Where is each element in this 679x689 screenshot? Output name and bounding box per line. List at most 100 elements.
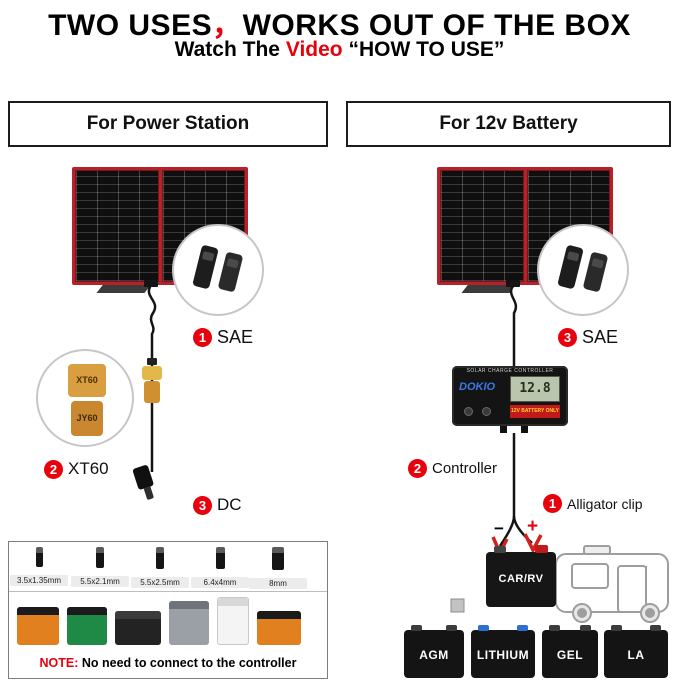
subtitle-part-1: Watch The: [174, 38, 286, 61]
battery-type-la: LA: [604, 625, 668, 678]
adapter-tip: 6.4x4mm: [191, 547, 249, 588]
outlet-box: [450, 598, 465, 613]
note-label: NOTE:: [39, 656, 79, 670]
adapter-tip: 5.5x2.5mm: [131, 547, 189, 588]
battery-type-label: GEL: [556, 648, 584, 662]
solar-charge-controller: SOLAR CHARGE CONTROLLER DOKIO 12.8 12V B…: [452, 366, 568, 426]
step-label-sae-right: 3 SAE: [558, 327, 618, 348]
device-top-band: [169, 601, 209, 609]
minus-sign: −: [494, 519, 504, 538]
subtitle-part-2: “HOW TO USE”: [342, 38, 505, 61]
battery-type-label: LITHIUM: [476, 648, 530, 662]
device-top-band: [17, 607, 59, 615]
page-subtitle: Watch The Video “HOW TO USE”: [0, 38, 679, 62]
step-text: DC: [217, 495, 242, 514]
device-top-band: [67, 607, 107, 615]
battery-terminal: [411, 625, 422, 631]
device-top-band: [115, 611, 161, 619]
power-station-icon: [17, 607, 59, 645]
xt60-orange-half-icon: [144, 381, 160, 403]
junction-box-left: [144, 280, 158, 287]
sae-plug-icon: [192, 244, 219, 290]
battery-terminal: [446, 625, 457, 631]
right-column-header: For 12v Battery: [346, 101, 671, 147]
step-label-xt60: 2 XT60: [44, 459, 109, 479]
controller-brand: DOKIO: [459, 381, 496, 393]
adapter-size-label: 3.5x1.35mm: [10, 575, 68, 586]
step-text: Alligator clip: [567, 495, 643, 512]
subtitle-video-word: Video: [285, 38, 343, 61]
compatible-devices-row: [9, 592, 327, 650]
battery-terminal-neg: [494, 546, 506, 553]
power-station-icon: [217, 597, 249, 645]
battery-terminal: [580, 625, 591, 631]
title-part-1: TWO USES: [48, 9, 213, 42]
solar-panel-half: [440, 170, 524, 282]
power-station-icon: [257, 611, 301, 645]
power-station-icon: [115, 611, 161, 645]
step-number-badge: 1: [543, 494, 562, 513]
car-rv-battery: CAR/RV: [486, 545, 556, 607]
step-text: SAE: [217, 327, 254, 347]
battery-type-lithium: LITHIUM: [471, 625, 535, 678]
dc-tip-icon: [96, 547, 104, 568]
adapter-size-label: 6.4x4mm: [191, 577, 249, 588]
dc-tip-icon: [35, 547, 43, 567]
adapter-size-label: 5.5x2.1mm: [71, 576, 129, 587]
dc-plug-tip: [143, 486, 154, 501]
step-number-badge: 2: [44, 459, 63, 479]
controller-button-icon: [482, 407, 491, 416]
power-station-icon: [67, 607, 107, 645]
step-label-controller: 2 Controller: [408, 459, 497, 478]
wire-right-panel: [509, 284, 518, 366]
battery-terminal: [478, 625, 489, 631]
controller-lcd-display: 12.8: [510, 376, 560, 402]
adapter-tip: 8mm: [249, 547, 307, 589]
step-label-alligator: 1 Alligator clip: [543, 494, 642, 513]
step-label-dc: 3 DC: [193, 495, 242, 515]
controller-warning-strip: 12V BATTERY ONLY: [510, 405, 560, 418]
device-top-band: [257, 611, 301, 619]
dc-plug-body: [132, 464, 155, 491]
note-body: No need to connect to the controller: [78, 656, 297, 670]
battery-label: CAR/RV: [498, 573, 544, 585]
battery-terminal: [549, 625, 560, 631]
battery-terminal: [517, 625, 528, 631]
step-text: Controller: [432, 460, 498, 477]
sae-socket-icon: [582, 251, 609, 293]
step-number-badge: 1: [193, 328, 212, 347]
dc-adapter-box: 3.5x1.35mm 5.5x2.1mm 5.5x2.5mm 6.4x4mm 8…: [8, 541, 328, 679]
dc-tip-icon: [272, 547, 284, 570]
battery-type-label: LA: [627, 648, 645, 662]
step-number-badge: 2: [408, 459, 427, 478]
note-text: NOTE: No need to connect to the controll…: [9, 656, 327, 670]
left-column-header: For Power Station: [8, 101, 328, 147]
device-top-band: [218, 598, 248, 606]
power-station-icon: [169, 601, 209, 645]
adapter-size-label: 8mm: [249, 578, 307, 589]
step-number-badge: 3: [558, 328, 577, 347]
jy60-connector-icon: JY60: [71, 401, 103, 436]
sae-socket-icon: [217, 251, 244, 293]
xt60-inline-connector: [142, 358, 162, 403]
sae-connector-zoom-right: [537, 224, 629, 316]
title-comma: ，: [212, 9, 243, 42]
battery-type-agm: AGM: [404, 625, 464, 678]
battery-terminal: [650, 625, 661, 631]
xt60-yellow-half-icon: [142, 366, 162, 380]
xt60-connector-icon: XT60: [68, 364, 106, 397]
battery-terminal: [611, 625, 622, 631]
adapter-tip: 5.5x2.1mm: [71, 547, 129, 587]
dc-tip-icon: [156, 547, 164, 569]
dc-tip-icon: [215, 547, 225, 569]
battery-type-label: AGM: [419, 648, 449, 662]
page-title: TWO USES，WORKS OUT OF THE BOX: [0, 0, 679, 44]
title-part-2: WORKS OUT OF THE BOX: [242, 9, 631, 42]
controller-button-icon: [464, 407, 473, 416]
dc-plug-icon: [132, 464, 158, 501]
controller-top-text: SOLAR CHARGE CONTROLLER: [466, 368, 554, 374]
xt60-connector-zoom: XT60 JY60: [36, 349, 134, 447]
step-text: SAE: [582, 327, 619, 347]
sae-plug-icon: [557, 244, 584, 290]
